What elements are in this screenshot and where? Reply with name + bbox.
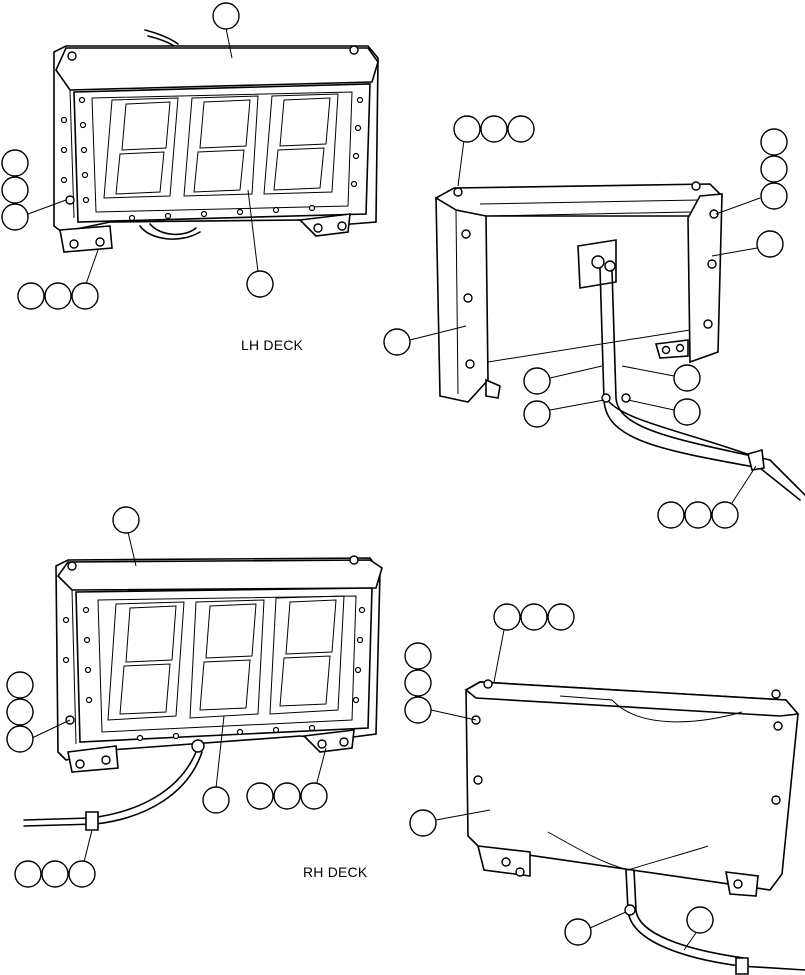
lh-front-display-view bbox=[1, 2, 379, 310]
rh-deck-caption: RH DECK bbox=[303, 864, 368, 880]
rh-rear-display-view bbox=[404, 603, 805, 975]
rivets bbox=[60, 96, 364, 222]
rivets bbox=[62, 606, 366, 742]
rh-front-display-view bbox=[6, 506, 383, 888]
lh-rear-display-view bbox=[383, 115, 805, 529]
lh-deck-caption: LH DECK bbox=[241, 337, 304, 353]
